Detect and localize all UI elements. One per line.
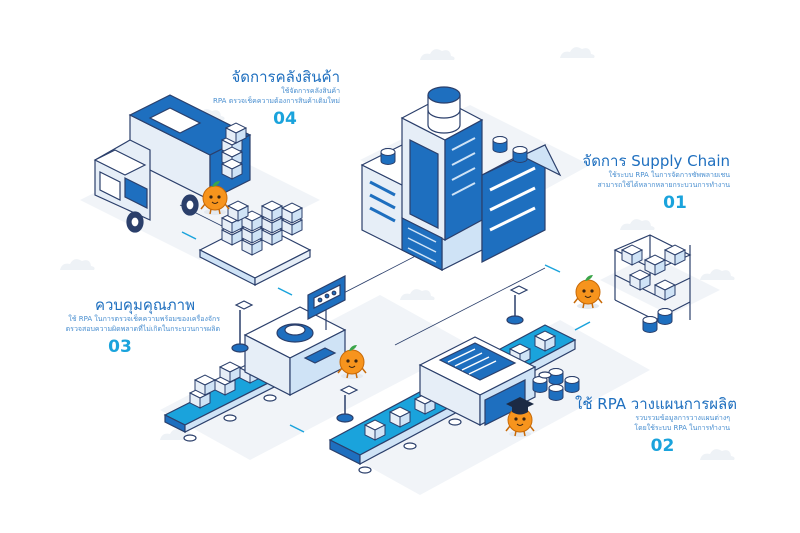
- step-number: 01: [663, 193, 687, 213]
- production-conveyor: [328, 285, 580, 474]
- orange-mascots: [200, 180, 603, 438]
- step-desc-line2: โดยใช้ระบบ RPA ในการทำงาน: [634, 424, 730, 432]
- step-title: ใช้ RPA วางแผนการผลิต: [575, 395, 737, 413]
- mascot-supply-chain: [573, 274, 603, 310]
- step-desc-line2: ตรวจสอบความผิดพลาดที่ไม่เกิดในกระบวนการผ…: [65, 325, 220, 333]
- step-desc-line2: RPA ตรวจเช็คความต้องการสินค้าเติมใหม่: [213, 97, 340, 105]
- step-title: จัดการคลังสินค้า: [231, 68, 340, 86]
- step-desc-line1: ใช้จัดการคลังสินค้า: [281, 87, 340, 95]
- step-desc-line1: ใช้ระบบ RPA ในการจัดการซัพพลายเชน: [608, 171, 730, 179]
- step-desc-line1: รวบรวมข้อมูลการวางแผนต่างๆ: [635, 414, 730, 422]
- step-title: ควบคุมคุณภาพ: [94, 296, 195, 314]
- step-desc-line1: ใช้ RPA ในการตรวจเช็คความพร้อมของเครื่อง…: [68, 315, 220, 323]
- step-number: 02: [650, 436, 675, 456]
- step-title: จัดการ Supply Chain: [582, 152, 730, 170]
- step-warehouse-label: จัดการคลังสินค้า ใช้จัดการคลังสินค้า RPA…: [190, 68, 340, 129]
- warehouse-boxes: [198, 122, 312, 286]
- qc-conveyor: [163, 275, 347, 442]
- step-desc-line2: สามารถใช้ได้หลากหลายกระบวนการทำงาน: [597, 181, 730, 189]
- storage-shelf: [613, 234, 692, 334]
- step-supply-chain-label: จัดการ Supply Chain ใช้ระบบ RPA ในการจัด…: [570, 152, 730, 213]
- step-production-plan-label: ใช้ RPA วางแผนการผลิต รวบรวมข้อมูลการวาง…: [575, 395, 737, 456]
- step-number: 03: [108, 337, 132, 357]
- factory-building: [360, 86, 562, 271]
- step-quality-control-label: ควบคุมคุณภาพ ใช้ RPA ในการตรวจเช็คความพร…: [40, 296, 220, 357]
- step-number: 04: [273, 109, 297, 129]
